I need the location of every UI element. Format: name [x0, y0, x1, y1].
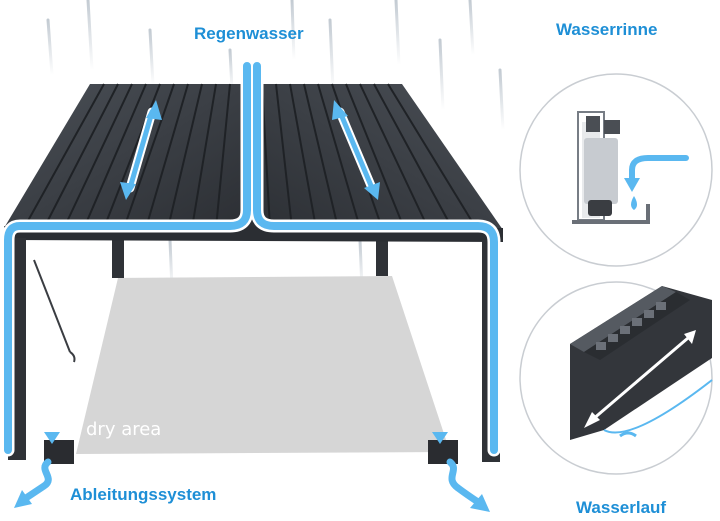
drainage-system-label: Ableitungssystem — [70, 485, 217, 504]
dry-area-label: dry area — [86, 419, 162, 440]
back-post-right — [376, 238, 388, 276]
rain-streaks — [46, 0, 505, 292]
crank-handle — [33, 259, 76, 363]
gutter-label: Wasserrinne — [556, 20, 658, 39]
right-outlet-arrow — [446, 458, 482, 506]
right-downflow-arrow — [432, 432, 448, 444]
gutter-detail — [519, 73, 713, 267]
rain-water-label: Regenwasser — [194, 24, 304, 43]
front-post-right-foot — [428, 440, 458, 464]
left-outlet-arrow — [22, 458, 52, 502]
right-outlet-arrowhead — [470, 494, 490, 512]
roof-tilt-arrow-left — [120, 100, 162, 200]
back-post-left — [112, 240, 124, 278]
water-flow-label: Wasserlauf — [576, 498, 667, 517]
left-outlet-arrowhead — [14, 490, 32, 508]
roof-tilt-arrow-right — [332, 100, 380, 200]
water-channel-detail — [519, 281, 713, 475]
water-flow-channel — [1, 59, 501, 457]
roof-panel-left — [4, 84, 246, 228]
left-downflow-arrow — [44, 432, 60, 444]
dry-area-floor — [76, 276, 450, 454]
